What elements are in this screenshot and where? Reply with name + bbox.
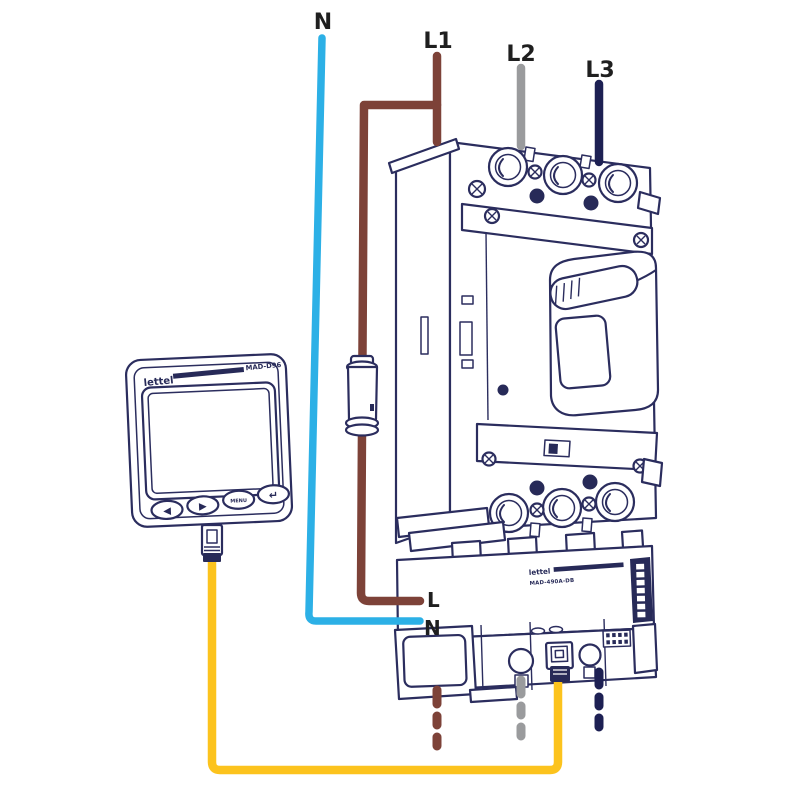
vent-slot [461,295,474,305]
display-brand-block: lettel MAD-D96 [143,361,282,389]
module-rj45-plug [550,666,570,682]
terminal-slot [579,154,592,170]
test-hole [497,384,509,396]
label-neutral-mid: N [424,616,441,640]
terminal-strip-screws [636,563,646,618]
brand-bar [172,366,245,379]
previous-button[interactable] [150,499,184,521]
comm-pin-block [602,629,632,648]
module-end-cap [631,622,659,675]
fuse [344,354,380,437]
breaker-top-right-tab [636,190,662,216]
module-tab [620,529,645,550]
module-terminal-slot [583,666,596,679]
module-brand: lettel [529,567,551,577]
menu-label: MENU [230,498,247,505]
breaker-band [460,202,654,256]
handle-slot [554,314,612,390]
vent-slot [459,321,473,356]
vent-slot [461,359,474,369]
label-l3: L3 [585,58,614,83]
menu-button[interactable] [222,489,256,510]
bottom-terminals [488,481,636,534]
l1-branch-wire [356,100,442,606]
metering-module: lettel MAD-490A-DB [393,529,659,704]
display-rj45-plug [200,523,224,562]
next-button[interactable] [186,495,220,516]
breaker-toggle-handle [549,264,639,311]
circuit-breaker [387,137,664,553]
panel-edge [485,231,489,421]
brand-bar [553,562,624,572]
side-slot [420,316,429,355]
terminal-cover-window [402,633,468,688]
label-neutral-top: N [314,10,332,35]
wire-labels: N L1 L2 L3 L N [314,10,615,640]
neutral-wire [305,34,424,625]
terminal-slot [529,522,541,538]
breaker-top-bracket [387,137,461,175]
terminal-slot [523,146,536,163]
enter-icon: ↵ [269,489,279,502]
terminal-hole [529,188,545,204]
breaker-bottom-right-tab [640,457,664,488]
module-model: MAD-490A-DB [529,578,574,587]
module-terminal [578,643,602,667]
energy-meter-display: lettel MAD-D96 ◀ ▶ MENU ↵ [124,353,294,528]
top-terminals [487,146,639,204]
comm-cable [207,555,563,775]
rating-window-mark [548,443,558,454]
screw-icon [467,164,597,199]
din-foot [468,685,519,704]
module-rj45-port [544,641,574,671]
previous-icon: ◀ [163,506,171,517]
display-brand: lettel [143,375,174,389]
indicator-led [530,627,546,635]
power-wires [305,34,604,757]
label-l1: L1 [423,29,452,54]
label-line-mid: L [427,588,440,612]
terminal-hole [582,474,598,490]
enter-button[interactable] [256,484,291,505]
indicator-led [548,625,564,634]
label-l2: L2 [506,42,535,67]
terminal-hole [529,480,545,496]
module-brand-block: lettel MAD-490A-DB [529,562,624,587]
module-terminal [507,647,535,675]
display-model: MAD-D96 [245,361,282,372]
display-screen-inner [147,387,274,495]
terminal-slot [581,517,593,533]
breaker-bottom-bracket [407,520,507,553]
next-icon: ▶ [199,501,207,512]
display-buttons: ◀ ▶ MENU ↵ [150,484,291,521]
terminal-hole [583,195,599,211]
